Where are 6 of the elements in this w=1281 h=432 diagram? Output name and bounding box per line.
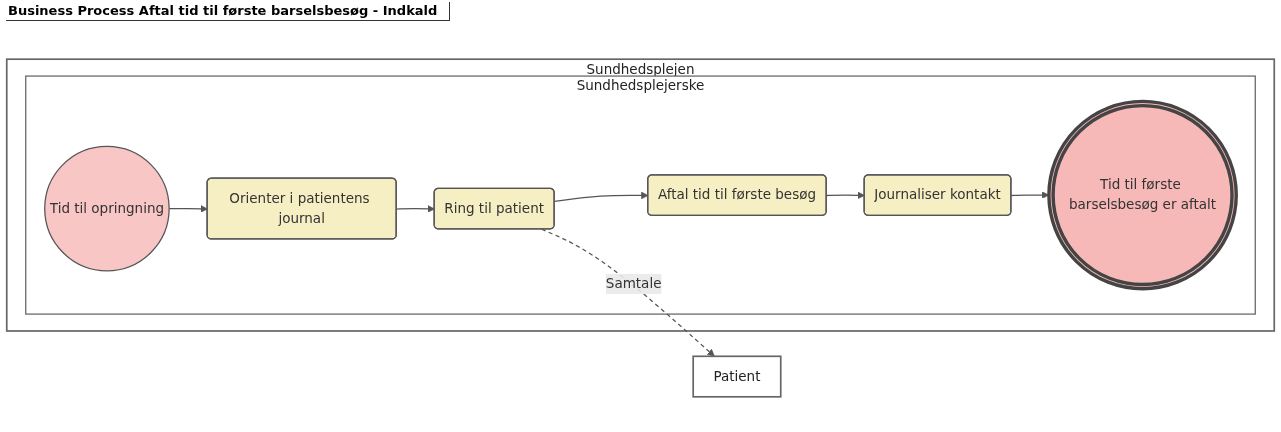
edge-label: Samtale xyxy=(605,275,662,292)
node-circle: Tid til opringning xyxy=(44,145,170,272)
diagram-title: Business Process Aftal tid til første barselsbesøg - Indkald xyxy=(6,2,451,21)
node-circle: Tid til første barselsbesøg er aftalt xyxy=(1047,99,1238,291)
node-box: Patient xyxy=(692,355,782,398)
arrow xyxy=(540,228,715,357)
